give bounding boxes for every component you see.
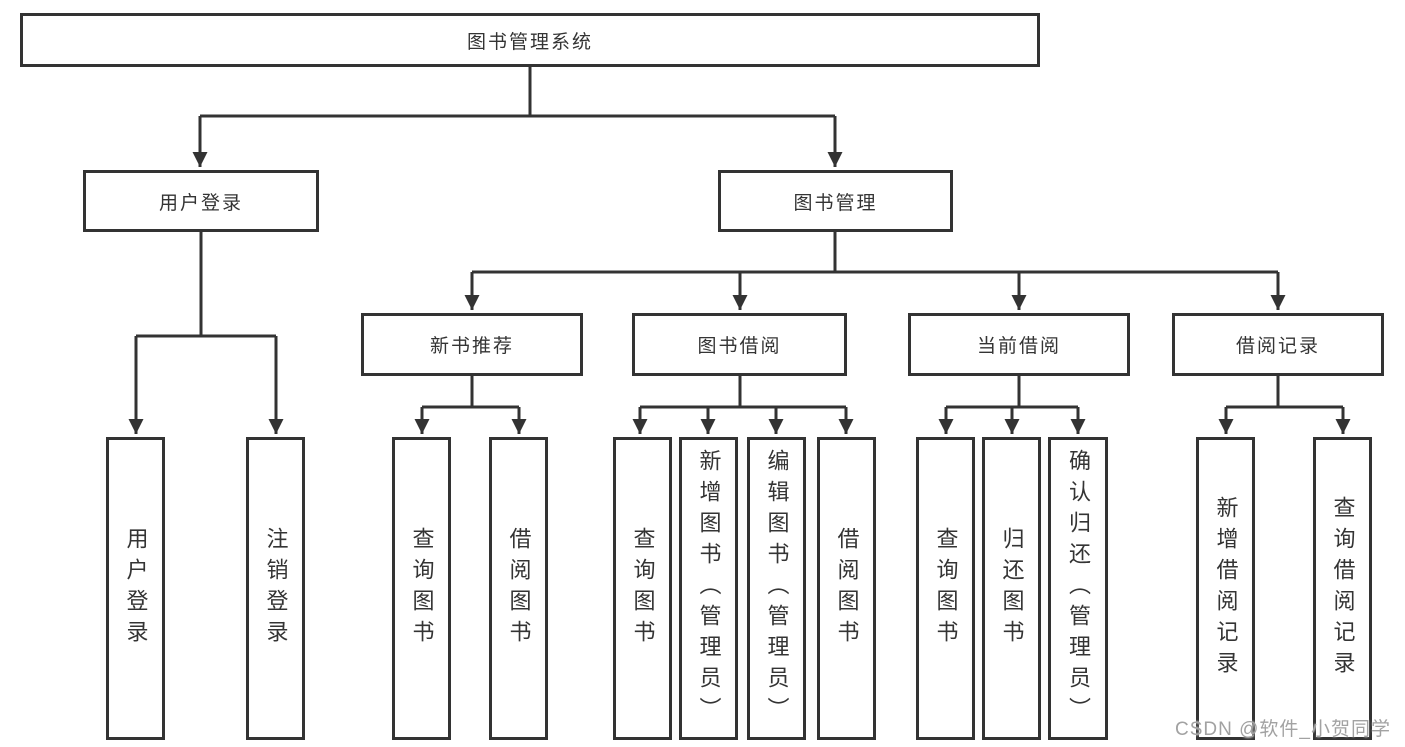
node-current-borrowing-label: 当前借阅 — [976, 336, 1061, 357]
leaf-borrow-books-recommend: 借阅图书 — [489, 437, 548, 740]
leaf-add-book-admin-label: 新增图书（管理员） — [696, 449, 722, 728]
leaf-confirm-return-admin-label: 确认归还（管理员） — [1066, 449, 1091, 728]
leaf-return-books: 归还图书 — [982, 437, 1041, 740]
node-new-book-recommend: 新书推荐 — [361, 313, 583, 376]
leaf-borrow-books-recommend-label: 借阅图书 — [506, 526, 532, 651]
leaf-edit-book-admin: 编辑图书（管理员） — [747, 437, 806, 740]
node-book-management: 图书管理 — [718, 170, 953, 232]
leaf-query-books-borrowing: 查询图书 — [613, 437, 672, 740]
leaf-query-borrow-record-label: 查询借阅记录 — [1330, 495, 1356, 682]
node-book-management-label: 图书管理 — [793, 192, 878, 214]
node-borrowing-records-label: 借阅记录 — [1235, 336, 1320, 357]
leaf-query-books-recommend: 查询图书 — [392, 437, 451, 740]
node-root: 图书管理系统 — [20, 13, 1040, 67]
leaf-confirm-return-admin: 确认归还（管理员） — [1048, 437, 1108, 740]
leaf-borrow-books-borrowing-label: 借阅图书 — [834, 526, 860, 651]
node-book-borrowing-label: 图书借阅 — [697, 336, 782, 357]
node-current-borrowing: 当前借阅 — [908, 313, 1130, 376]
leaf-user-login-label: 用户登录 — [123, 526, 149, 651]
leaf-query-books-recommend-label: 查询图书 — [409, 526, 435, 651]
leaf-return-books-label: 归还图书 — [999, 526, 1025, 651]
leaf-query-books-borrowing-label: 查询图书 — [630, 526, 656, 651]
leaf-logout: 注销登录 — [246, 437, 305, 740]
node-user-login: 用户登录 — [83, 170, 319, 232]
leaf-add-book-admin: 新增图书（管理员） — [679, 437, 738, 740]
node-borrowing-records: 借阅记录 — [1172, 313, 1384, 376]
node-new-book-recommend-label: 新书推荐 — [429, 336, 514, 357]
leaf-edit-book-admin-label: 编辑图书（管理员） — [764, 449, 790, 728]
leaf-query-borrow-record: 查询借阅记录 — [1313, 437, 1372, 740]
node-user-login-label: 用户登录 — [158, 192, 243, 214]
node-book-borrowing: 图书借阅 — [632, 313, 847, 376]
leaf-query-books-current: 查询图书 — [916, 437, 975, 740]
leaf-add-borrow-record-label: 新增借阅记录 — [1213, 495, 1239, 682]
leaf-query-books-current-label: 查询图书 — [933, 526, 959, 651]
leaf-borrow-books-borrowing: 借阅图书 — [817, 437, 876, 740]
leaf-add-borrow-record: 新增借阅记录 — [1196, 437, 1255, 740]
watermark: CSDN @软件_小贺同学 — [1175, 719, 1391, 740]
leaf-logout-label: 注销登录 — [263, 526, 289, 651]
node-root-label: 图书管理系统 — [466, 31, 593, 53]
leaf-user-login: 用户登录 — [106, 437, 165, 740]
